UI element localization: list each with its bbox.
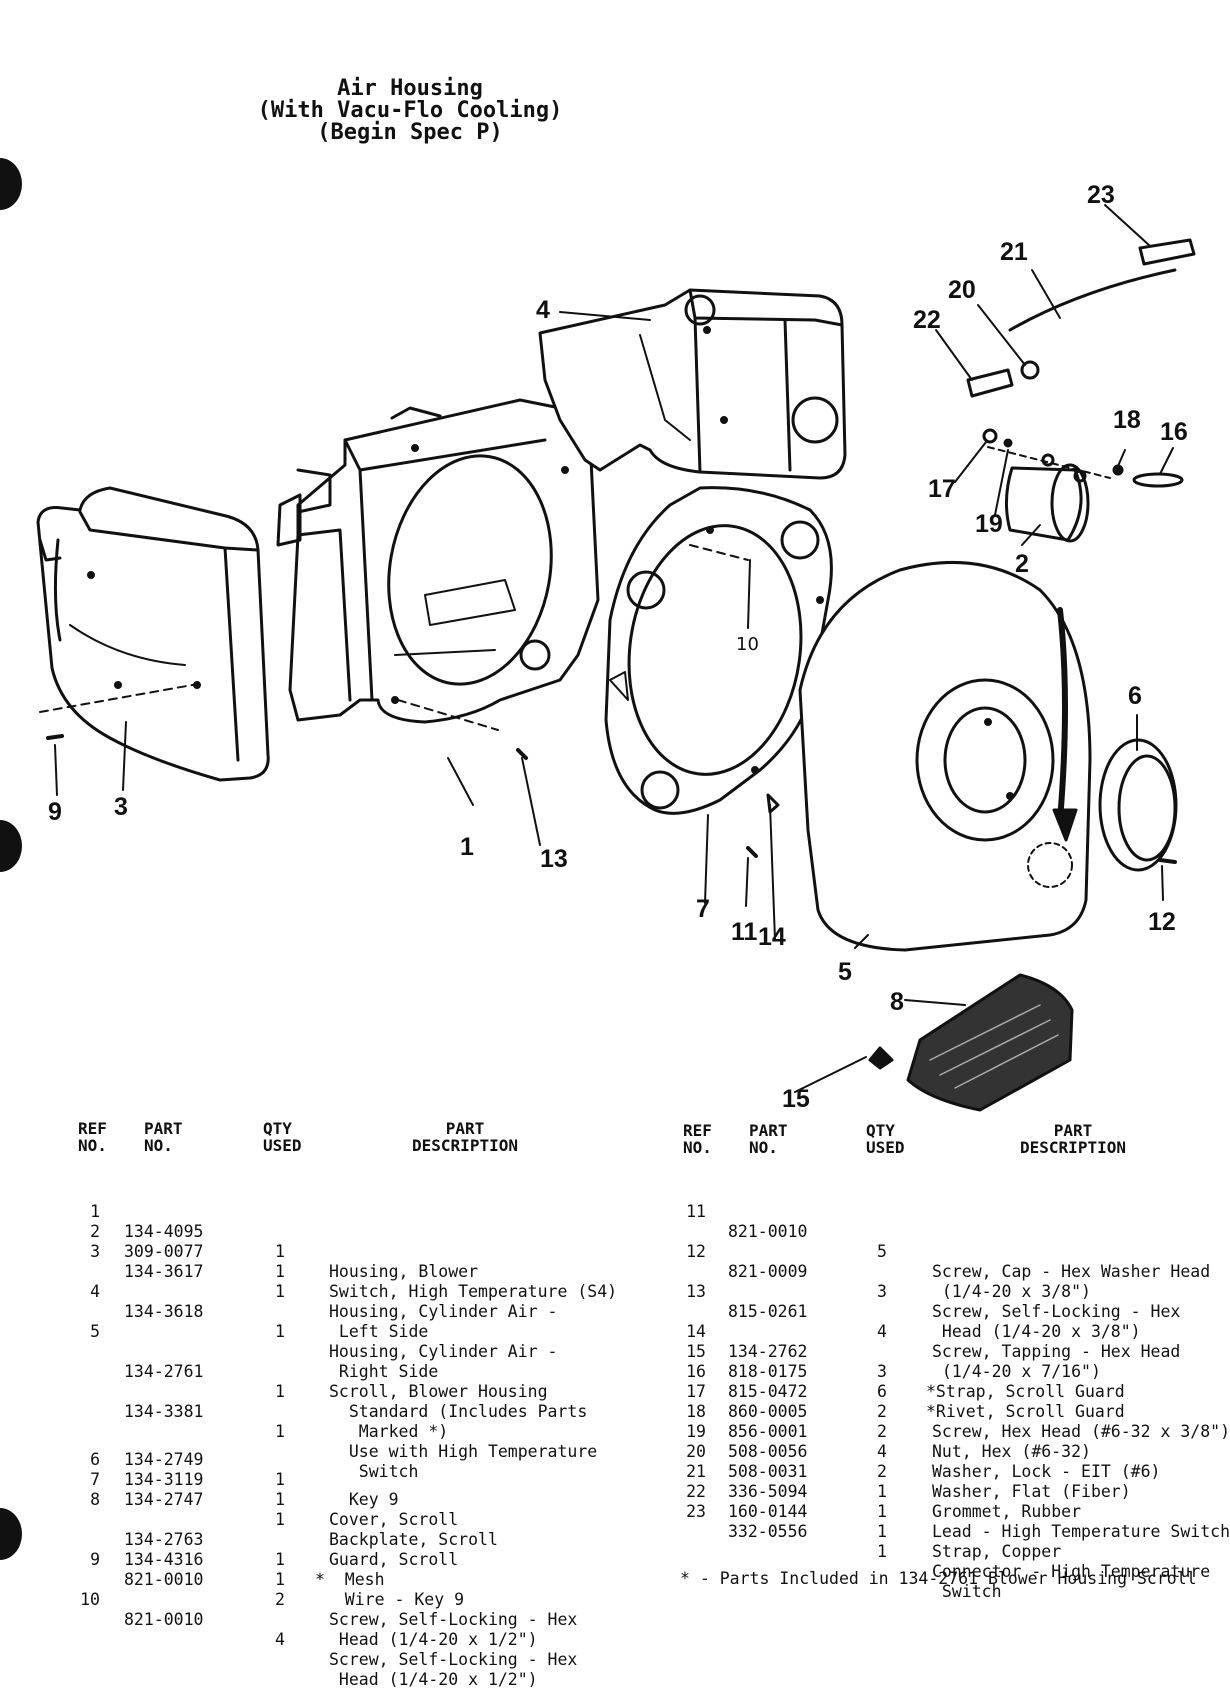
callout-18: 18: [1113, 406, 1141, 434]
table-row: 134-2763 1 * Mesh: [124, 1530, 385, 1589]
table-row: 20 508-0031 1 Grommet, Rubber: [686, 1442, 1082, 1521]
part-16-screw: [1132, 472, 1184, 488]
callout-10: 10: [736, 634, 759, 655]
part-2-switch: [1005, 453, 1090, 543]
table-row: 3 134-3617 1 Housing, Cylinder Air - Lef…: [90, 1242, 558, 1341]
part-7-scroll-backplate: [604, 486, 833, 815]
footnote: * - Parts Included in 134-2761 Blower Ho…: [680, 1569, 1197, 1588]
table-row: 19 508-0056 2 Washer, Flat (Fiber): [686, 1422, 1131, 1501]
callout-19: 19: [975, 510, 1003, 538]
binder-hole-3: [0, 1508, 22, 1560]
table-row: 12 821-0009 3 Screw, Self-Locking - Hex …: [686, 1242, 1181, 1341]
title-line-2: (With Vacu-Flo Cooling): [257, 98, 563, 123]
callout-22: 22: [913, 306, 941, 334]
callout-17: 17: [928, 475, 956, 503]
part-5-scroll: [798, 561, 1092, 952]
table-row: 4 134-3618 1 Housing, Cylinder Air - Rig…: [90, 1282, 558, 1381]
part-1-blower-housing: [276, 398, 600, 724]
callout-4: 4: [536, 296, 550, 324]
table-row: 7 134-2747 1 Backplate, Scroll: [90, 1470, 498, 1549]
table-row: 22 160-0144 1 Strap, Copper: [686, 1482, 1062, 1561]
callout-13: 13: [540, 845, 568, 873]
part-15-rivet: [868, 1046, 894, 1070]
exploded-view-diagram: 1 2 3 4 5 6 7 8 9 10 11 12 13 14 15 16 1…: [36, 181, 1196, 1113]
callout-14: 14: [758, 923, 786, 951]
table-row: 1 134-4095 1 Housing, Blower: [90, 1202, 479, 1281]
binder-hole-2: [0, 820, 22, 872]
part-20-grommet: [1020, 360, 1040, 380]
part-21-lead: [1008, 268, 1177, 332]
part-19-flat-washer: [1003, 438, 1013, 448]
callout-21: 21: [1000, 238, 1028, 266]
part-23-connector: [1138, 238, 1196, 266]
table-row: 13 815-0261 4 Screw, Tapping - Hex Head …: [686, 1282, 1181, 1381]
part-12-screw: [1158, 858, 1177, 864]
callout-7: 7: [696, 895, 710, 923]
table-row: 134-4316 1 Wire - Key 9: [124, 1550, 465, 1609]
diagram-title: Air Housing (With Vacu-Flo Cooling) (Beg…: [0, 78, 820, 144]
callout-1: 1: [460, 833, 474, 861]
callout-12: 12: [1148, 908, 1176, 936]
table-row: 5 Scroll, Blower Housing: [90, 1322, 548, 1401]
callout-23: 23: [1087, 181, 1115, 209]
callout-20: 20: [948, 276, 976, 304]
callout-5: 5: [838, 958, 852, 986]
table-row: 15 818-0175 6 *Rivet, Scroll Guard: [686, 1342, 1125, 1421]
part-6-scroll-cover: [1098, 738, 1178, 872]
table-row: 2 309-0077 1 Switch, High Temperature (S…: [90, 1222, 618, 1301]
callout-6: 6: [1128, 682, 1142, 710]
table-row: 134-2761 1 Standard (Includes Parts Mark…: [124, 1362, 588, 1441]
part-3-left-housing: [36, 486, 270, 782]
binder-hole-1: [0, 158, 22, 210]
part-17-nut: [982, 428, 998, 444]
table-row: 17 860-0005 2 Nut, Hex (#6-32): [686, 1382, 1091, 1461]
table-row: 6 134-3119 1 Cover, Scroll: [90, 1450, 459, 1529]
title-line-1: Air Housing: [337, 76, 483, 101]
part-4-right-housing: [538, 288, 847, 480]
callout-3: 3: [114, 793, 128, 821]
table-row: 23 332-0556 1 Connector - High Temperatu…: [686, 1502, 1211, 1601]
part-8-scroll-guard: [906, 973, 1074, 1112]
table-row: 134-2749 1 Key 9: [124, 1450, 399, 1509]
title-line-3: (Begin Spec P): [317, 120, 503, 145]
table-row: 8 Guard, Scroll: [90, 1490, 459, 1569]
table-row: 21 336-5094 1 Lead - High Temperature Sw…: [686, 1462, 1230, 1541]
part-22-strap: [966, 368, 1014, 398]
table-row: 14 134-2762 3 *Strap, Scroll Guard: [686, 1322, 1125, 1401]
callout-9: 9: [48, 798, 62, 826]
table-row: 9 821-0010 2 Screw, Self-Locking - Hex H…: [90, 1550, 578, 1649]
table-row: 18 856-0001 4 Washer, Lock - EIT (#6): [686, 1402, 1161, 1481]
part-18-lock-washer: [1112, 464, 1124, 476]
callout-8: 8: [890, 988, 904, 1016]
callout-2: 2: [1015, 550, 1029, 578]
callout-15: 15: [782, 1085, 810, 1113]
table-row: 11 821-0010 5 Screw, Cap - Hex Washer He…: [686, 1202, 1211, 1301]
table-row: 16 815-0472 2 Screw, Hex Head (#6-32 x 3…: [686, 1362, 1230, 1441]
table-row: 10 821-0010 4 Screw, Self-Locking - Hex …: [80, 1590, 578, 1689]
callout-11: 11: [731, 918, 758, 946]
callout-16: 16: [1160, 418, 1188, 446]
table-row: 134-3381 1 Use with High Temperature Swi…: [124, 1402, 598, 1481]
